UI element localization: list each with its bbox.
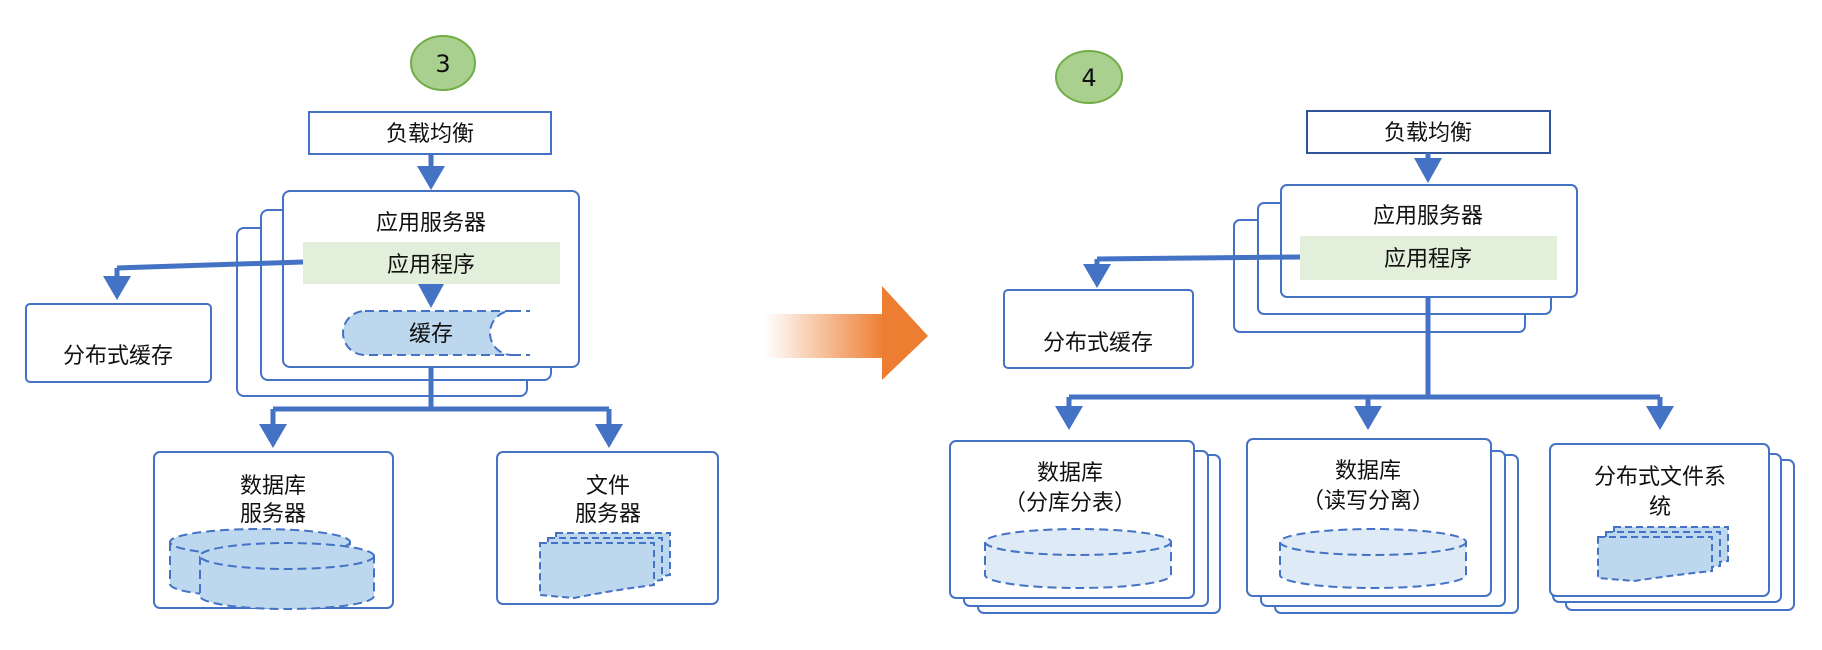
stage4-app-server-stack: 应用服务器 应用程序 [1233, 184, 1578, 333]
stage4-db-shard-label-line2: （分库分表） [1004, 491, 1136, 516]
stage4-app-server-label: 应用服务器 [1373, 204, 1483, 229]
stage3-file-server: 文件 服务器 [496, 451, 719, 605]
stage4-db-shard-label-line1: 数据库 [1037, 461, 1103, 486]
stage3-app-server-label: 应用服务器 [376, 211, 486, 236]
stage4-arrow-app-to-storage [1055, 297, 1674, 430]
stage3-local-cache: 缓存 [342, 310, 530, 356]
stage4-load-balancer: 负载均衡 [1306, 110, 1551, 154]
stage3-badge: 3 [410, 35, 476, 91]
stage3-file-icon [539, 532, 671, 600]
stage4-app-program-label: 应用程序 [1384, 247, 1472, 272]
stage4-arrow-lb-to-app [1414, 153, 1442, 183]
stage4-arrow-app-to-cache [1083, 254, 1301, 288]
stage4-dfs-label-line1: 分布式文件系 [1594, 465, 1726, 490]
stage4-db-rw-icon [1279, 528, 1467, 589]
stage3-local-cache-label: 缓存 [409, 322, 453, 347]
stage4-badge: 4 [1055, 50, 1123, 104]
stage3-distributed-cache-label: 分布式缓存 [63, 344, 173, 369]
stage3-arrow-app-to-local-cache [418, 284, 444, 308]
stage4-dfs-icon [1597, 526, 1729, 583]
stage3-db-label-line1: 数据库 [240, 474, 306, 499]
stage3-arrow-app-to-storage [259, 367, 623, 448]
stage4-database-read-write-split: 数据库 （读写分离） [1246, 438, 1519, 614]
stage3-app-program-band [303, 242, 560, 284]
stage3-distributed-cache: 分布式缓存 [25, 303, 212, 383]
stage3-load-balancer-label: 负载均衡 [386, 122, 474, 147]
stage4-db-rw-label-line1: 数据库 [1335, 459, 1401, 484]
stage3-db-label-line2: 服务器 [240, 502, 306, 527]
stage4-dfs-label-line2: 统 [1649, 495, 1671, 520]
stage3-diagram: 3 负载均衡 应用服务器 应用程序 [25, 35, 719, 610]
stage3-database-server: 数据库 服务器 [153, 451, 394, 610]
stage3-arrow-app-to-cache [103, 259, 304, 300]
stage3-load-balancer: 负载均衡 [308, 111, 552, 155]
stage4-badge-number: 4 [1081, 64, 1096, 92]
stage3-badge-number: 3 [435, 50, 450, 78]
transition-arrow [765, 286, 928, 380]
stage4-load-balancer-label: 负载均衡 [1384, 121, 1472, 146]
stage4-database-sharding: 数据库 （分库分表） [949, 440, 1221, 614]
stage4-diagram: 4 负载均衡 应用服务器 应用程序 分 [949, 50, 1795, 614]
stage4-distributed-cache-label: 分布式缓存 [1043, 331, 1153, 356]
stage4-distributed-file-system: 分布式文件系 统 [1549, 443, 1795, 611]
stage4-distributed-cache: 分布式缓存 [1003, 289, 1194, 369]
stage4-db-rw-label-line2: （读写分离） [1302, 489, 1434, 514]
stage3-app-program-label: 应用程序 [387, 253, 475, 278]
stage3-file-label-line2: 服务器 [575, 502, 641, 527]
stage4-db-shard-icon [984, 528, 1172, 589]
stage3-file-label-line1: 文件 [586, 474, 630, 499]
stage3-database-icon [169, 528, 375, 610]
stage4-app-program-band [1300, 236, 1557, 280]
stage3-arrow-lb-to-app [417, 154, 445, 190]
stage3-app-server-stack: 应用服务器 应用程序 [236, 190, 580, 397]
